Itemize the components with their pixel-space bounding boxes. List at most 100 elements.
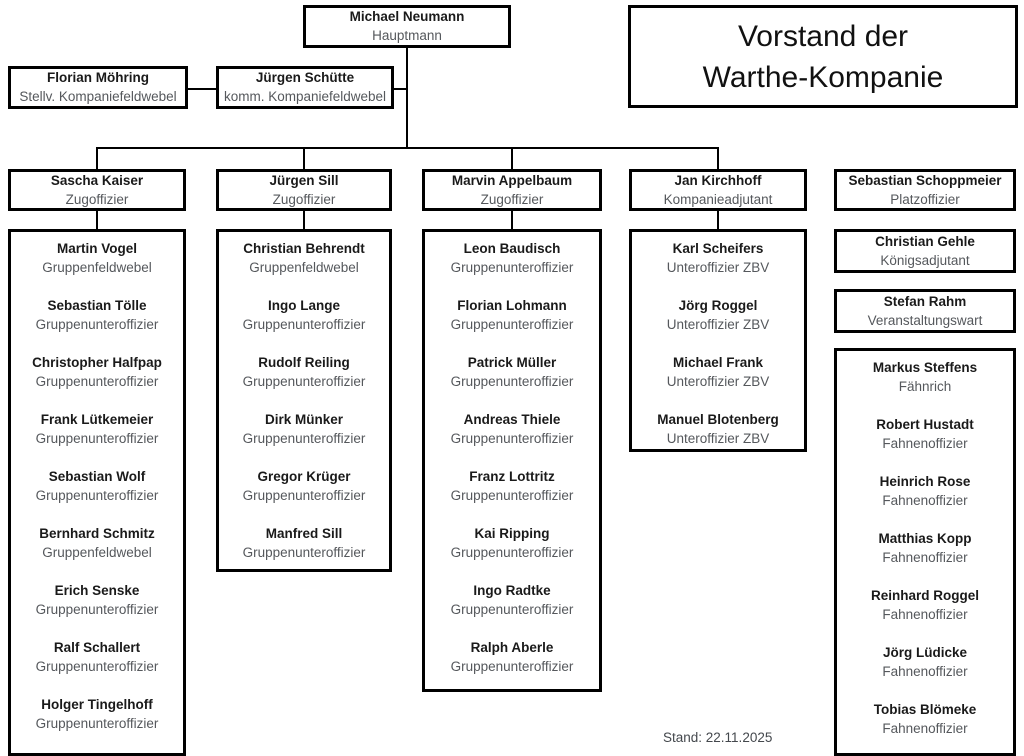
- member-rank: Gruppenfeldwebel: [42, 545, 152, 560]
- member-rank: Gruppenunteroffizier: [242, 374, 366, 389]
- member-name: Andreas Thiele: [463, 412, 561, 427]
- list-item[interactable]: Ralph Aberle Gruppenunteroffizier: [425, 639, 599, 676]
- list-item[interactable]: Karl Scheifers Unteroffizier ZBV: [632, 240, 804, 277]
- member-rank: Fahnenoffizier: [882, 664, 968, 679]
- column-fahnen: Markus Steffens Fähnrich Robert Hustadt …: [834, 348, 1016, 756]
- member-name: Martin Vogel: [56, 241, 137, 256]
- member-rank: Gruppenunteroffizier: [242, 317, 366, 332]
- head-box-schoppmeier[interactable]: Sebastian Schoppmeier Platzoffizier: [834, 169, 1016, 211]
- list-item[interactable]: Holger Tingelhoff Gruppenunteroffizier: [11, 696, 183, 733]
- member-name: Leon Baudisch: [463, 241, 561, 256]
- stand-date: Stand: 22.11.2025: [663, 730, 773, 745]
- member-name: Erich Senske: [54, 583, 140, 598]
- member-name: Robert Hustadt: [876, 417, 974, 432]
- member-name: Holger Tingelhoff: [41, 697, 153, 712]
- head-box-kaiser[interactable]: Sascha Kaiser Zugoffizier: [8, 169, 186, 211]
- head-rank-schoppmeier: Platzoffizier: [890, 191, 960, 207]
- list-item[interactable]: Ralf Schallert Gruppenunteroffizier: [11, 639, 183, 676]
- member-rank: Fahnenoffizier: [882, 550, 968, 565]
- member-name: Christian Behrendt: [243, 241, 365, 256]
- list-item[interactable]: Ingo Radtke Gruppenunteroffizier: [425, 582, 599, 619]
- list-item[interactable]: Franz Lottritz Gruppenunteroffizier: [425, 468, 599, 505]
- member-rank: Gruppenunteroffizier: [35, 602, 159, 617]
- list-item[interactable]: Markus Steffens Fähnrich: [837, 359, 1013, 396]
- member-name: Ralf Schallert: [53, 640, 141, 655]
- chart-title-line-2: Warthe-Kompanie: [702, 60, 944, 94]
- member-rank: Gruppenunteroffizier: [450, 431, 574, 446]
- member-rank: Fahnenoffizier: [882, 607, 968, 622]
- list-item[interactable]: Martin Vogel Gruppenfeldwebel: [11, 240, 183, 277]
- head-rank-appelbaum: Zugoffizier: [480, 191, 544, 207]
- staff-rank-schuette: komm. Kompaniefeldwebel: [223, 89, 387, 104]
- member-name: Markus Steffens: [872, 360, 978, 375]
- staff-box-moehring[interactable]: Florian Möhring Stellv. Kompaniefeldwebe…: [8, 66, 188, 109]
- member-name: Dirk Münker: [264, 412, 344, 427]
- head-name-kaiser: Sascha Kaiser: [50, 172, 144, 188]
- list-item[interactable]: Sebastian Tölle Gruppenunteroffizier: [11, 297, 183, 334]
- member-name: Sebastian Tölle: [47, 298, 147, 313]
- column-kaiser: Martin Vogel Gruppenfeldwebel Sebastian …: [8, 229, 186, 756]
- list-item[interactable]: Jörg Lüdicke Fahnenoffizier: [837, 644, 1013, 681]
- connector-drop-2: [303, 147, 305, 169]
- member-rank: Gruppenunteroffizier: [242, 488, 366, 503]
- member-rank: Unteroffizier ZBV: [666, 317, 770, 332]
- chart-title-line-1: Vorstand der: [737, 19, 909, 53]
- commander-rank: Hauptmann: [372, 28, 442, 43]
- list-item[interactable]: Andreas Thiele Gruppenunteroffizier: [425, 411, 599, 448]
- list-item[interactable]: Michael Frank Unteroffizier ZBV: [632, 354, 804, 391]
- list-item[interactable]: Frank Lütkemeier Gruppenunteroffizier: [11, 411, 183, 448]
- list-item[interactable]: Tobias Blömeke Fahnenoffizier: [837, 701, 1013, 738]
- staff-name-moehring: Florian Möhring: [47, 70, 149, 85]
- member-name: Patrick Müller: [467, 355, 557, 370]
- list-item[interactable]: Gregor Krüger Gruppenunteroffizier: [219, 468, 389, 505]
- member-rank: Gruppenunteroffizier: [450, 602, 574, 617]
- member-name: Reinhard Roggel: [870, 588, 979, 603]
- head-box-sill[interactable]: Jürgen Sill Zugoffizier: [216, 169, 392, 211]
- member-rank: Fahnenoffizier: [882, 493, 968, 508]
- member-rank: Gruppenunteroffizier: [450, 488, 574, 503]
- list-item[interactable]: Florian Lohmann Gruppenunteroffizier: [425, 297, 599, 334]
- list-item[interactable]: Reinhard Roggel Fahnenoffizier: [837, 587, 1013, 624]
- list-item[interactable]: Dirk Münker Gruppenunteroffizier: [219, 411, 389, 448]
- list-item[interactable]: Patrick Müller Gruppenunteroffizier: [425, 354, 599, 391]
- list-item[interactable]: Rudolf Reiling Gruppenunteroffizier: [219, 354, 389, 391]
- list-item[interactable]: Christopher Halfpap Gruppenunteroffizier: [11, 354, 183, 391]
- aside-box-koenigsadjutant[interactable]: Christian Gehle Königsadjutant: [834, 229, 1016, 273]
- member-name: Kai Ripping: [474, 526, 550, 541]
- connector-head-to-column-3: [511, 211, 513, 229]
- connector-head-to-column-1: [96, 211, 98, 229]
- list-item[interactable]: Kai Ripping Gruppenunteroffizier: [425, 525, 599, 562]
- aside-box-veranstaltungswart[interactable]: Stefan Rahm Veranstaltungswart: [834, 289, 1016, 333]
- list-item[interactable]: Leon Baudisch Gruppenunteroffizier: [425, 240, 599, 277]
- list-item[interactable]: Ingo Lange Gruppenunteroffizier: [219, 297, 389, 334]
- head-box-appelbaum[interactable]: Marvin Appelbaum Zugoffizier: [422, 169, 602, 211]
- head-rank-sill: Zugoffizier: [272, 191, 336, 207]
- list-item[interactable]: Heinrich Rose Fahnenoffizier: [837, 473, 1013, 510]
- head-box-kirchhoff[interactable]: Jan Kirchhoff Kompanieadjutant: [629, 169, 807, 211]
- member-name: Manuel Blotenberg: [657, 412, 779, 427]
- connector-head-to-column-2: [303, 211, 305, 229]
- member-name: Manfred Sill: [265, 526, 343, 541]
- list-item[interactable]: Jörg Roggel Unteroffizier ZBV: [632, 297, 804, 334]
- member-rank: Gruppenunteroffizier: [35, 431, 159, 446]
- commander-box[interactable]: Michael Neumann Hauptmann: [303, 5, 511, 48]
- connector-drop-3: [511, 147, 513, 169]
- list-item[interactable]: Christian Behrendt Gruppenfeldwebel: [219, 240, 389, 277]
- list-item[interactable]: Sebastian Wolf Gruppenunteroffizier: [11, 468, 183, 505]
- member-rank: Gruppenunteroffizier: [450, 374, 574, 389]
- list-item[interactable]: Matthias Kopp Fahnenoffizier: [837, 530, 1013, 567]
- list-item[interactable]: Bernhard Schmitz Gruppenfeldwebel: [11, 525, 183, 562]
- member-name: Jörg Lüdicke: [882, 645, 968, 660]
- connector-bus: [96, 147, 718, 149]
- head-rank-kaiser: Zugoffizier: [65, 191, 129, 207]
- member-name: Franz Lottritz: [469, 469, 555, 484]
- list-item[interactable]: Erich Senske Gruppenunteroffizier: [11, 582, 183, 619]
- list-item[interactable]: Robert Hustadt Fahnenoffizier: [837, 416, 1013, 453]
- member-rank: Unteroffizier ZBV: [666, 374, 770, 389]
- list-item[interactable]: Manfred Sill Gruppenunteroffizier: [219, 525, 389, 562]
- staff-box-schuette[interactable]: Jürgen Schütte komm. Kompaniefeldwebel: [216, 66, 394, 109]
- commander-name: Michael Neumann: [349, 9, 465, 24]
- list-item[interactable]: Manuel Blotenberg Unteroffizier ZBV: [632, 411, 804, 448]
- member-rank: Fähnrich: [898, 379, 952, 394]
- member-name: Tobias Blömeke: [873, 702, 977, 717]
